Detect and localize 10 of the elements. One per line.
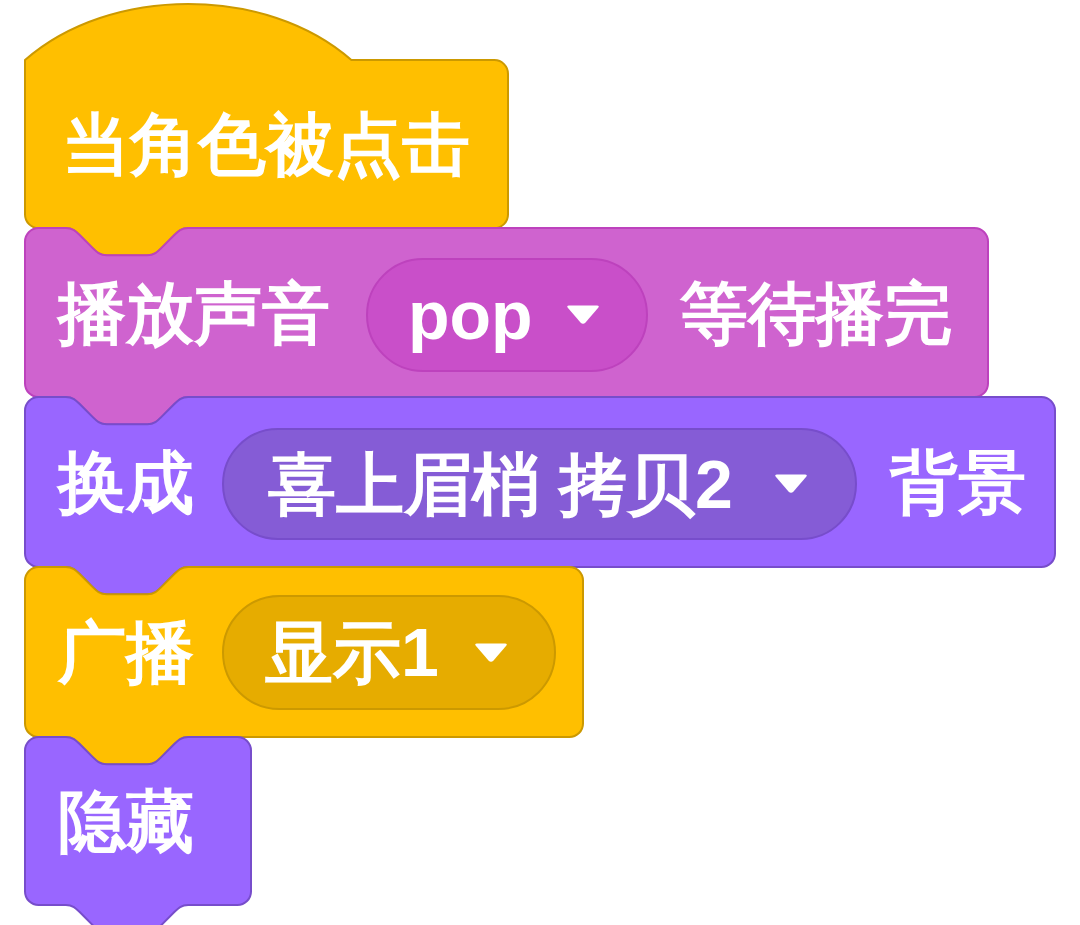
block-label: 等待播完 bbox=[680, 273, 952, 353]
block-label: 广播 bbox=[58, 613, 194, 692]
block-label: 当角色被点击 bbox=[62, 105, 470, 184]
dropdown: 喜上眉梢 拷贝2 bbox=[222, 428, 857, 540]
block-label: 背景 bbox=[890, 443, 1026, 522]
block-label: 换成 bbox=[58, 443, 194, 522]
block-label: 隐藏 bbox=[58, 782, 194, 861]
dropdown: pop bbox=[366, 258, 648, 372]
dropdown: 显示1 bbox=[222, 595, 556, 710]
block-label: 播放声音 bbox=[58, 273, 330, 353]
